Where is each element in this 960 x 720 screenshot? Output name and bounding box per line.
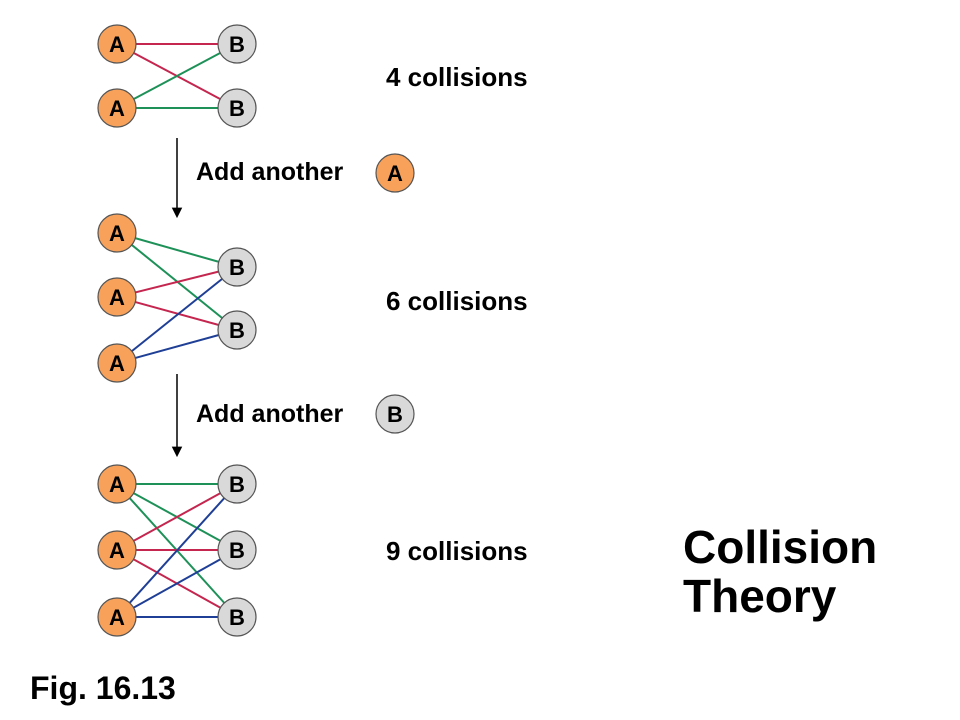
svg-text:A: A bbox=[109, 32, 125, 57]
particle-b: B bbox=[217, 597, 257, 637]
step-label: Add another bbox=[196, 158, 343, 186]
collision-lines-panel-3 bbox=[116, 483, 238, 618]
particle-b: B bbox=[375, 394, 415, 434]
particle-b: B bbox=[217, 310, 257, 350]
particle-a: A bbox=[97, 530, 137, 570]
particle-a: A bbox=[97, 597, 137, 637]
particle-a: A bbox=[97, 88, 137, 128]
particle-b: B bbox=[217, 247, 257, 287]
step-1: Add another A bbox=[171, 138, 415, 219]
collisions-label: 9 collisions bbox=[386, 536, 528, 566]
step-label: Add another bbox=[196, 400, 343, 428]
diagram-title: Collision Theory bbox=[683, 521, 877, 622]
svg-text:A: A bbox=[109, 472, 125, 497]
svg-text:A: A bbox=[109, 538, 125, 563]
particle-a: A bbox=[97, 343, 137, 383]
collision-line bbox=[116, 232, 238, 268]
svg-text:B: B bbox=[229, 318, 245, 343]
particle-b: B bbox=[217, 88, 257, 128]
panel-3: A A A B B B 9 collisions bbox=[97, 464, 528, 637]
particle-a: A bbox=[97, 464, 137, 504]
svg-text:B: B bbox=[229, 96, 245, 121]
step-2: Add another B bbox=[171, 374, 415, 458]
collision-lines-panel-1 bbox=[116, 43, 238, 109]
particle-b: B bbox=[217, 24, 257, 64]
panel-1: A A B B 4 collisions bbox=[97, 24, 528, 128]
panel-2: A A A B B 6 collisions bbox=[97, 213, 528, 383]
collision-line bbox=[116, 549, 238, 618]
svg-text:A: A bbox=[387, 161, 403, 186]
particle-a: A bbox=[97, 24, 137, 64]
figure-label: Fig. 16.13 bbox=[30, 670, 176, 706]
collision-line bbox=[116, 483, 238, 618]
svg-text:A: A bbox=[109, 96, 125, 121]
title-line-2: Theory bbox=[683, 570, 837, 622]
svg-text:B: B bbox=[229, 32, 245, 57]
svg-text:A: A bbox=[109, 285, 125, 310]
particle-a: A bbox=[375, 153, 415, 193]
svg-text:B: B bbox=[229, 472, 245, 497]
collision-line bbox=[116, 329, 238, 364]
collision-line bbox=[116, 483, 238, 551]
svg-text:B: B bbox=[229, 255, 245, 280]
collisions-label: 4 collisions bbox=[386, 62, 528, 92]
collision-line bbox=[116, 296, 238, 331]
particle-a: A bbox=[97, 277, 137, 317]
svg-text:B: B bbox=[229, 538, 245, 563]
svg-text:A: A bbox=[109, 221, 125, 246]
svg-text:B: B bbox=[229, 605, 245, 630]
particle-b: B bbox=[217, 530, 257, 570]
svg-text:B: B bbox=[387, 402, 403, 427]
collision-lines-panel-2 bbox=[116, 232, 238, 364]
title-line-1: Collision bbox=[683, 521, 877, 573]
collision-line bbox=[116, 266, 238, 364]
svg-text:A: A bbox=[109, 605, 125, 630]
collisions-label: 6 collisions bbox=[386, 286, 528, 316]
collision-line bbox=[116, 43, 238, 109]
particle-b: B bbox=[217, 464, 257, 504]
particle-a: A bbox=[97, 213, 137, 253]
svg-text:A: A bbox=[109, 351, 125, 376]
collision-line bbox=[116, 266, 238, 298]
